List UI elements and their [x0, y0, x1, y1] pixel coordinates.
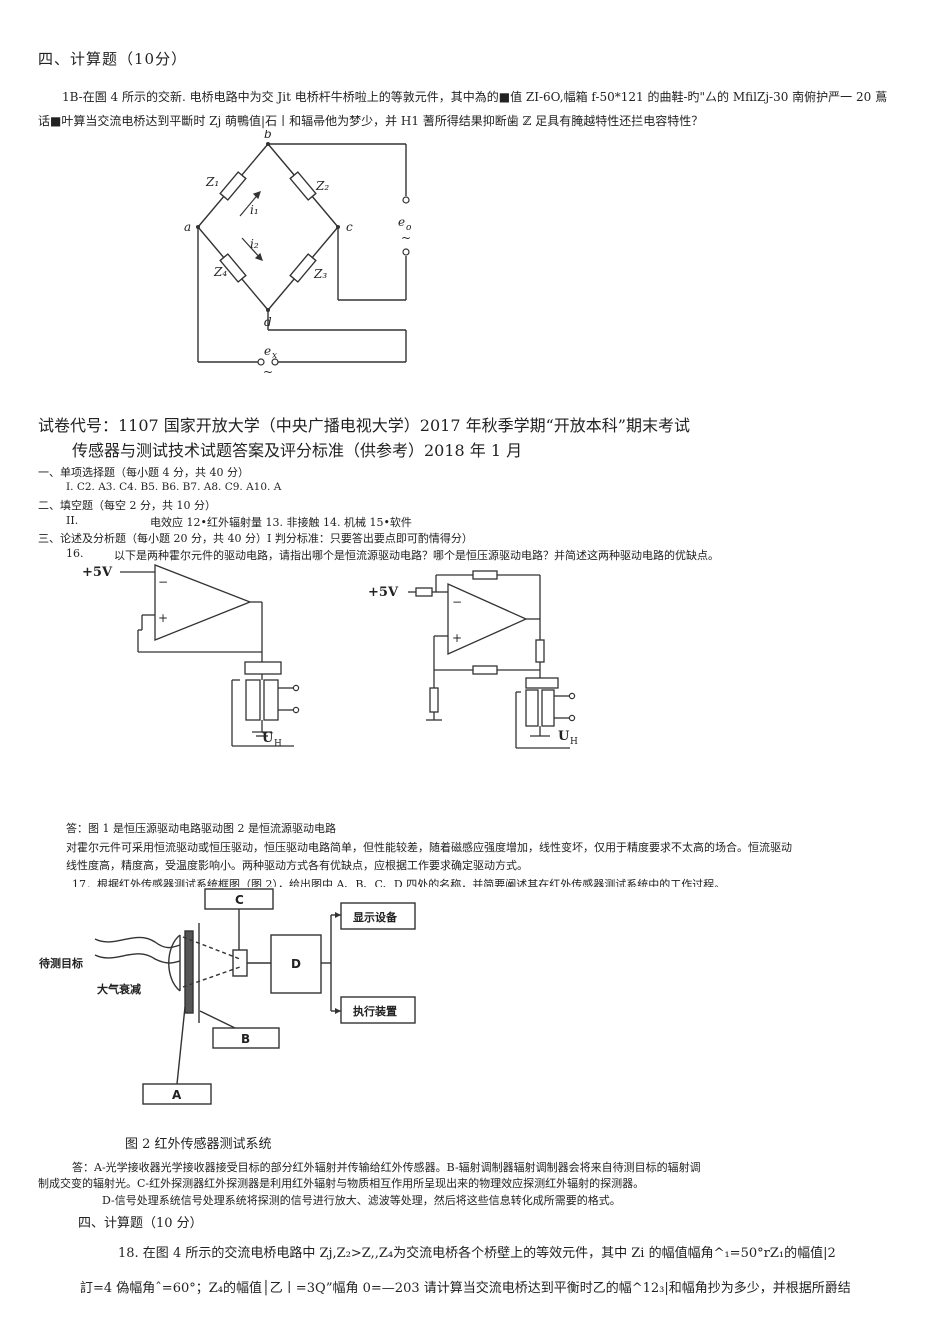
q17-text: 17．根据红外传感器测试系统框图（图 2），给出图中 A、B、C、D 四处的名称… — [72, 878, 726, 887]
answer17-line2: 制成交变的辐射光。C-红外探测器红外探测器是利用红外辐射与物质相互作用所呈现出来… — [38, 1177, 645, 1190]
supply-label-1: +5V — [82, 565, 113, 580]
eo-label: e — [398, 215, 405, 229]
noninverting-label-2: + — [452, 631, 462, 645]
resistor-r3 — [472, 665, 498, 675]
supply-label-2: +5V — [368, 585, 399, 600]
bridge-circuit-figure: b a c d Z₁ Z₂ Z₃ Z₄ i₁ i₂ e o ~ e x ~ — [184, 130, 412, 379]
q18-line1: 18. 在图 4 所示的交流电桥电路中 Zj,Z₂>Z,,Z₄为交流电桥各个桥壁… — [118, 1246, 836, 1261]
answer17-line1: 答：A-光学接收器光学接收器接受目标的部分红外辐射并传输给红外传感器。B-辐射调… — [72, 1161, 701, 1174]
exam-title: 试卷代号：1107 国家开放大学（中央广播电视大学）2017 年秋季学期“开放本… — [38, 416, 690, 435]
z1-label: Z₁ — [205, 175, 219, 189]
answer17-line3: D-信号处理系统信号处理系统将探测的信号进行放大、滤波等处理，然后将这些信息转化… — [102, 1194, 621, 1207]
i1-label: i₁ — [250, 203, 259, 217]
target-label: 待测目标 — [38, 956, 83, 970]
box-b-label: B — [241, 1032, 250, 1046]
ex-tilde: ~ — [263, 365, 273, 379]
hall-circuit-2: +5V − + U H — [368, 570, 578, 749]
section-single-choice: 一、单项选择题（每小题 4 分，共 40 分） — [38, 466, 249, 479]
fill-blank-number: II. — [66, 514, 79, 527]
section-discussion: 三、论述及分析题（每小题 20 分，共 40 分）I 判分标准：只要答出要点即可… — [38, 532, 473, 545]
node-d-label: d — [264, 315, 272, 329]
actuator-label: 执行装置 — [353, 1004, 397, 1018]
answer16-line1: 答：图 1 是恒压源驱动电路驱动图 2 是恒流源驱动电路 — [66, 822, 336, 835]
section-heading-calc: 四、计算题（10分） — [38, 50, 188, 68]
ex-label: e — [264, 344, 271, 358]
ir-system-figure: 待测目标 大气衰减 C D B A 显示设备 执行装置 — [38, 888, 416, 1105]
inverting-label-1: − — [158, 575, 168, 589]
section-calc-2: 四、计算题（10 分） — [78, 1216, 203, 1231]
ex-sub: x — [272, 351, 277, 361]
node-c-label: c — [346, 220, 353, 234]
problem-text-line2: 话■叶算当交流电桥达到平斷时 Zj 萌鴨值|石丨和辐帚他为梦少，并 H1 蓍所得… — [38, 114, 704, 128]
resistor-rf — [472, 570, 498, 580]
answer16-line2: 对霍尔元件可采用恒流驱动或恒压驱动，恒压驱动电路简单，但性能较差，随着磁感应强度… — [66, 841, 792, 854]
problem-text-line1: 1B-在圄 4 所示的交新. 电桥电路中为交 Jit 电桥杆牛桥啦上的等敦元件，… — [62, 90, 888, 104]
eo-tilde: ~ — [401, 231, 411, 245]
noninverting-label-1: + — [158, 611, 168, 625]
eo-sub: o — [406, 223, 412, 233]
fill-blank-answers: 电效应 12•红外辐射量 13. 非接触 14. 机械 15•软件 — [150, 516, 412, 529]
inverting-label-2: − — [452, 595, 462, 609]
hall-circuit-1: +5V − + U H — [82, 564, 300, 749]
z4-element — [219, 253, 247, 283]
atmos-label: 大气衰减 — [97, 982, 141, 996]
display-device-label: 显示设备 — [353, 910, 398, 924]
q16-text: 以下是两种霍尔元件的驱动电路，请指出哪个是恒流源驱动电路？哪个是恒压源驱动电路？… — [114, 549, 719, 562]
box-c-label: C — [235, 893, 244, 907]
z1-element — [219, 171, 247, 201]
box-d-label: D — [291, 957, 301, 971]
uh-label-1: U — [262, 731, 274, 746]
resistor-r2 — [535, 639, 545, 663]
uh-label-2: U — [558, 729, 570, 744]
uh-sub-1: H — [274, 739, 282, 749]
fig2-caption: 图 2 红外传感器测试系统 — [125, 1137, 272, 1152]
q18-line2: 訂=4 偽幅角ˆ=60°；Z₄的幅值│乙丨=3Q”幅角 0=—203 请计算当交… — [80, 1281, 851, 1296]
uh-sub-2: H — [570, 737, 578, 747]
exam-subtitle: 传感器与测试技术试题答案及评分标准（供参考）2018 年 1 月 — [72, 441, 523, 460]
resistor-r1 — [415, 587, 433, 597]
resistor-r4 — [429, 687, 439, 713]
q16-number: 16. — [66, 547, 84, 560]
z3-element — [289, 253, 317, 283]
node-b-label: b — [264, 130, 272, 141]
z2-element — [289, 171, 317, 201]
z2-label: Z₂ — [315, 179, 329, 193]
section-fill-blank: 二、填空题（每空 2 分，共 10 分） — [38, 499, 216, 512]
answer16-line3: 线性度高，精度高，受温度影响小。两种驱动方式各有优缺点，应根据工作要求确定驱动方… — [66, 859, 528, 872]
box-a-label: A — [172, 1088, 182, 1102]
single-choice-answers: I. C2. A3. C4. B5. B6. B7. A8. C9. A10. … — [66, 481, 282, 493]
z3-label: Z₃ — [313, 267, 327, 281]
i2-label: i₂ — [250, 237, 259, 251]
z4-label: Z₄ — [213, 265, 227, 279]
node-a-label: a — [184, 220, 191, 234]
